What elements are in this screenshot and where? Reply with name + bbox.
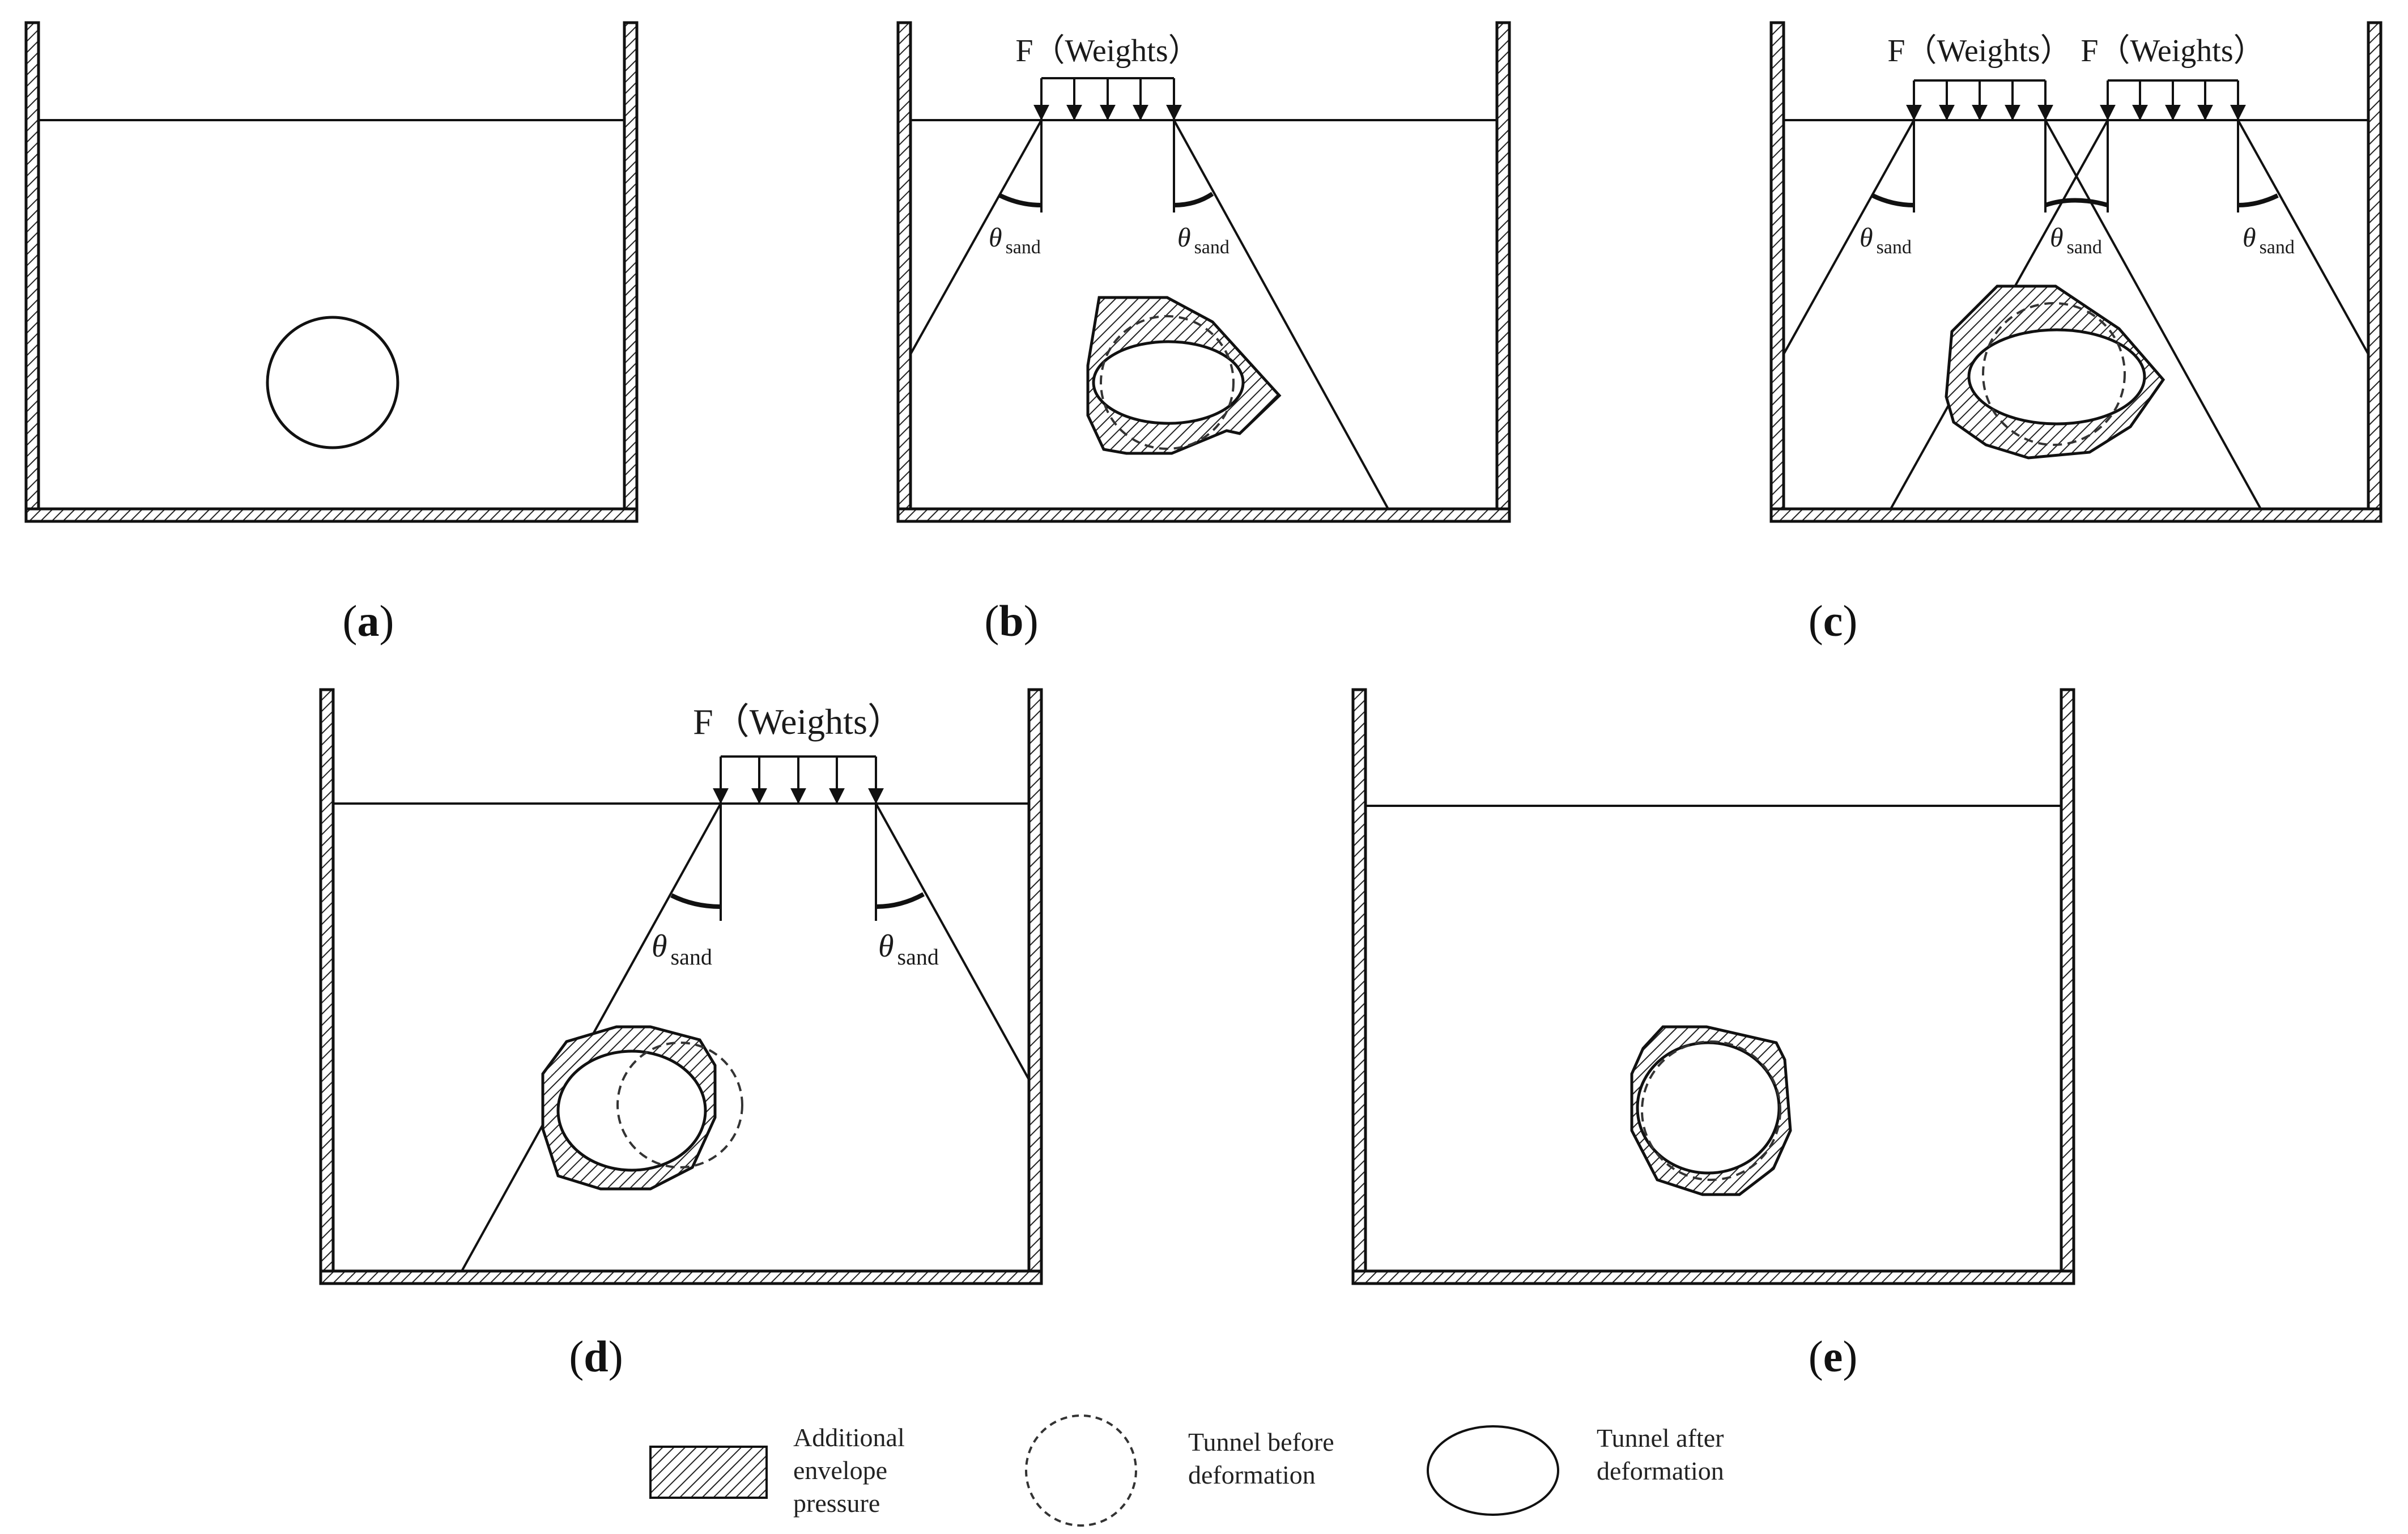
container-walls — [896, 21, 1511, 523]
load-label: F（Weights） — [2081, 33, 2265, 69]
legend-hatch-swatch — [649, 1446, 768, 1499]
load-arrows — [1906, 79, 2246, 121]
panel-label: (d) — [569, 1332, 623, 1381]
tunnel-before — [1982, 302, 2126, 446]
spread-lines — [909, 120, 1389, 509]
panel-label: (a) — [343, 596, 394, 645]
tunnel-before — [616, 1042, 743, 1168]
panel-e: (e) — [1351, 688, 2075, 1381]
spread-lines — [1782, 120, 2369, 509]
panel-label: (b) — [984, 596, 1038, 645]
container-walls — [1351, 688, 2075, 1285]
container-walls — [1769, 21, 2383, 523]
container-walls — [24, 21, 639, 523]
legend-pressure-text: Additional envelope pressure — [793, 1423, 911, 1518]
legend-after-text: Tunnel after deformation — [1597, 1423, 1730, 1485]
tunnel-before — [1100, 315, 1235, 450]
tunnel-circle — [266, 316, 399, 449]
envelope-pressure — [1086, 296, 1282, 455]
legend-before-text: Tunnel before deformation — [1188, 1427, 1341, 1489]
load-label: F（Weights） — [1015, 33, 1199, 69]
legend-solid-ellipse — [1427, 1425, 1559, 1516]
panel-label: (c) — [1809, 596, 1858, 645]
panel-a: (a) — [24, 21, 639, 645]
panel-label: (e) — [1809, 1332, 1858, 1381]
envelope-pressure — [1630, 1025, 1792, 1196]
load-label: F（Weights） — [1887, 33, 2071, 69]
container-walls — [319, 688, 1043, 1285]
load-label: F（Weights） — [693, 702, 904, 742]
load-arrows — [1033, 77, 1182, 121]
spread-lines — [461, 803, 1030, 1272]
load-arrows — [713, 755, 884, 804]
legend-dashed-circle — [1025, 1414, 1137, 1527]
legend: Additional envelope pressure Tunnel befo… — [649, 1414, 1730, 1527]
envelope-pressure — [541, 1025, 717, 1191]
envelope-pressure — [1945, 284, 2166, 460]
tunnel-before — [1641, 1040, 1781, 1181]
